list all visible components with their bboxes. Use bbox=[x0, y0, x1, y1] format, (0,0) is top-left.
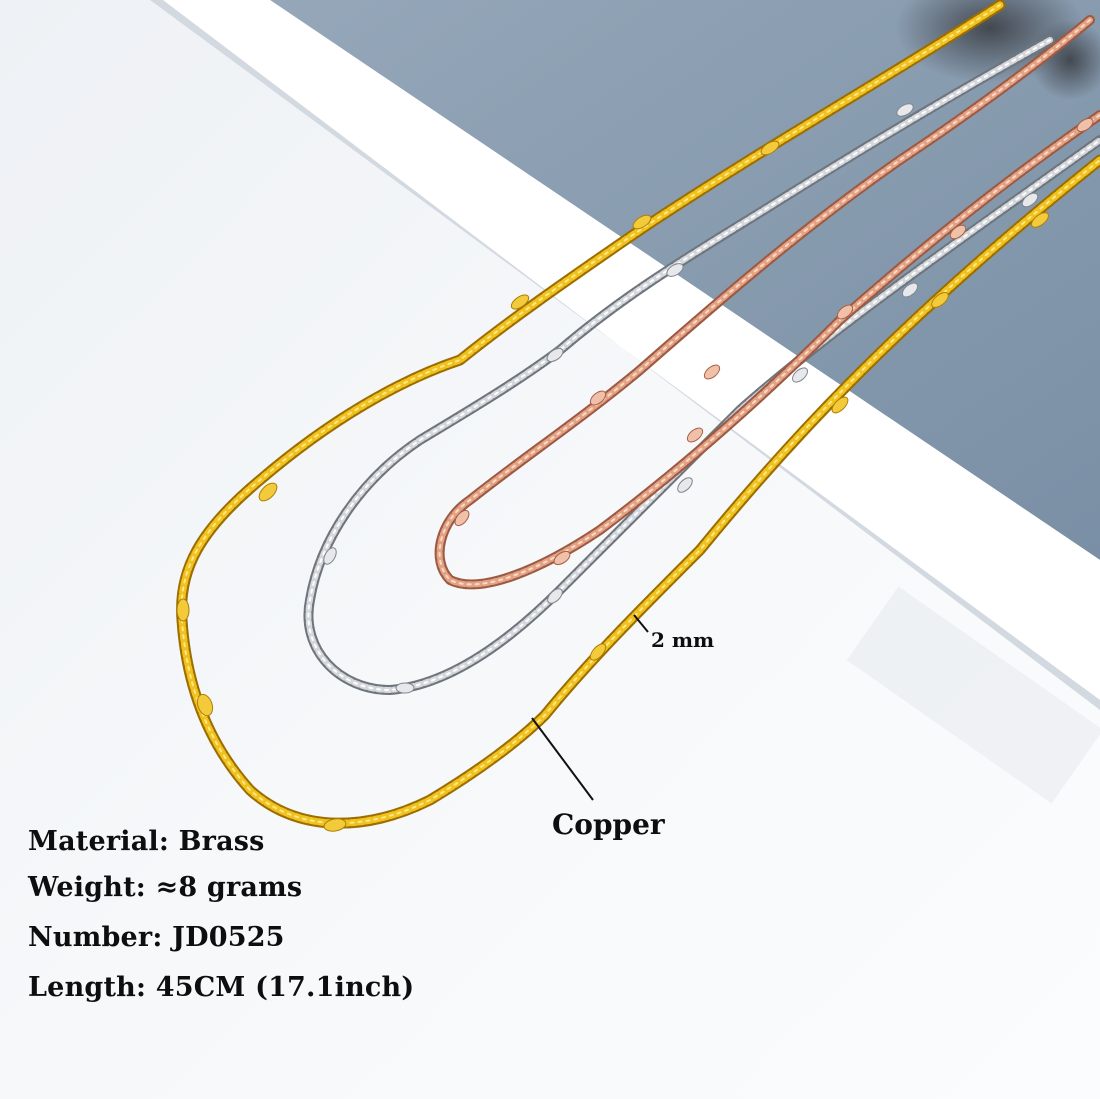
gold-chain bbox=[176, 0, 1100, 832]
width-label: 2 mm bbox=[651, 628, 715, 652]
spec-weight: Weight: ≈8 grams bbox=[28, 872, 303, 903]
right-gray-strip bbox=[846, 586, 1100, 804]
spec-length: Length: 45CM (17.1inch) bbox=[28, 972, 415, 1003]
width-leader-line bbox=[633, 614, 649, 633]
spec-number: Number: JD0525 bbox=[28, 922, 285, 953]
material-callout: Copper bbox=[552, 808, 665, 841]
rose-gold-chain bbox=[434, 15, 1100, 590]
spec-material: Material: Brass bbox=[28, 826, 265, 857]
copper-leader-line bbox=[531, 717, 594, 801]
